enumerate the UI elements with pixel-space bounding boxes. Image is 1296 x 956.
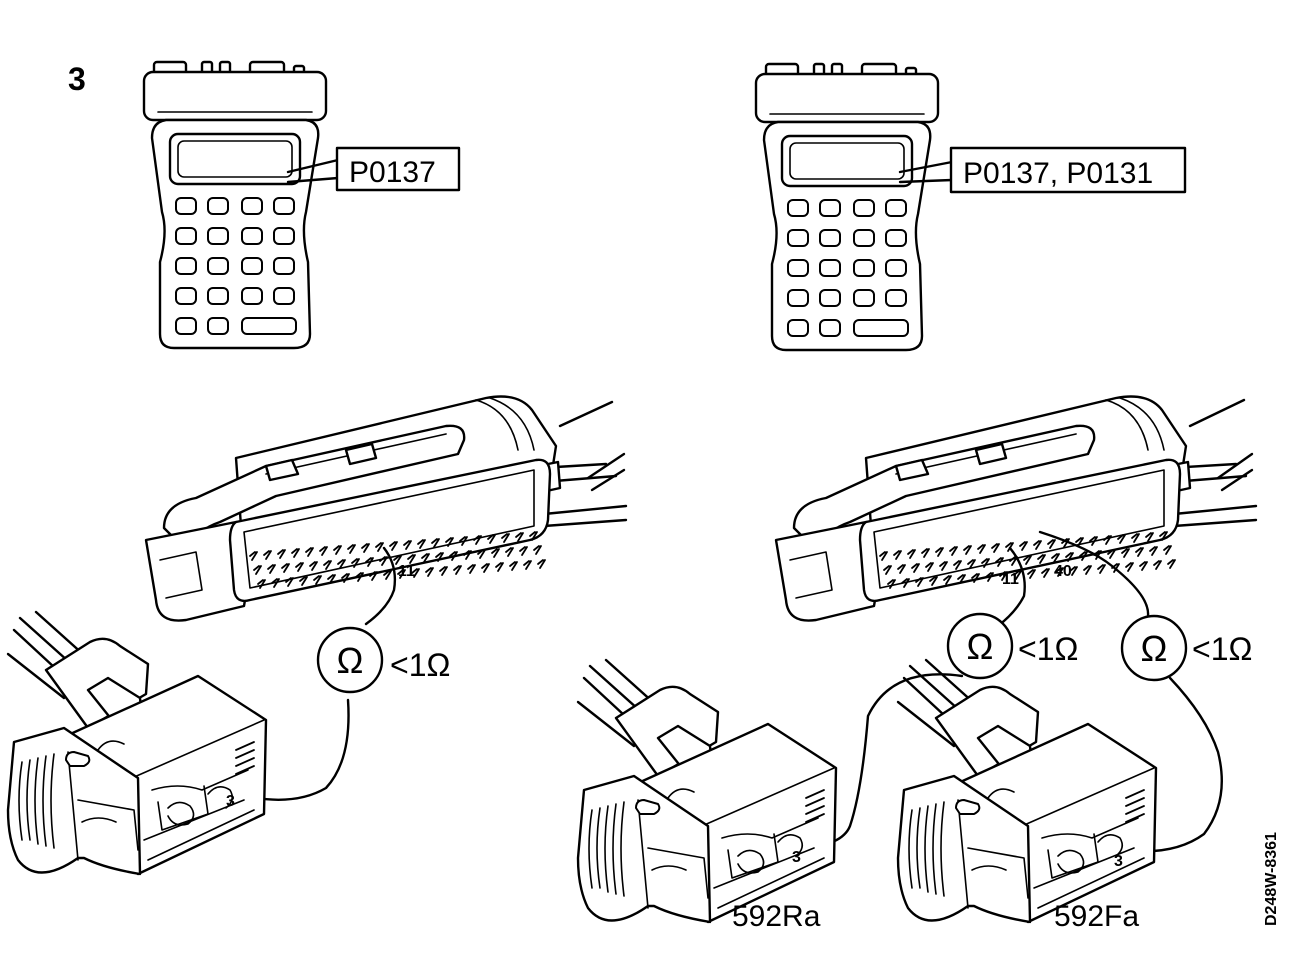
ohmmeter-left: Ω — [316, 626, 384, 694]
figure-number: 3 — [68, 61, 86, 97]
scan-tool-left — [142, 60, 328, 350]
sensor-pin-label-592ra: 3 — [792, 849, 801, 866]
ecm-pin-label-right-b: 40 — [1054, 563, 1072, 580]
resistance-reading-right-a: <1Ω — [1018, 631, 1078, 667]
dtc-code-left: P0137 — [349, 156, 436, 189]
scan-tool-right — [754, 62, 940, 352]
ohm-symbol-right-b: Ω — [1141, 628, 1168, 669]
ohm-symbol-left: Ω — [337, 640, 364, 681]
connector-label-592fa: 592Fa — [1054, 900, 1139, 933]
display-callout-left: P0137 — [286, 146, 461, 192]
test-lead-right-a-upper — [996, 546, 1026, 628]
sensor-connector-592fa — [896, 658, 1158, 924]
control-module-connector-right — [776, 397, 1256, 621]
sensor-pin-label-592fa: 3 — [1114, 853, 1123, 870]
display-callout-right: P0137, P0131 — [898, 146, 1187, 194]
ohmmeter-right-b: Ω — [1120, 614, 1188, 682]
resistance-reading-right-b: <1Ω — [1192, 631, 1252, 667]
test-lead-left-upper — [364, 546, 397, 626]
sensor-pin-label-left: 3 — [226, 793, 235, 810]
test-lead-left-lower — [234, 698, 350, 801]
connector-label-592ra: 592Ra — [732, 900, 821, 933]
ecm-pin-label-right-a: 11 — [1002, 571, 1019, 588]
sensor-connector-left — [6, 610, 268, 876]
test-lead-right-a-lower — [798, 673, 964, 850]
control-module-connector-left — [146, 397, 626, 621]
test-lead-right-b-lower — [1122, 676, 1223, 853]
ecm-pin-label-left: 11 — [398, 563, 415, 580]
reference-code: D248W-8361 — [1263, 832, 1280, 926]
test-lead-right-b-upper — [1038, 530, 1150, 618]
dtc-codes-right: P0137, P0131 — [963, 157, 1153, 190]
ohm-symbol-right-a: Ω — [967, 626, 994, 667]
sensor-connector-592ra — [576, 658, 838, 924]
resistance-reading-left: <1Ω — [390, 647, 450, 683]
ohmmeter-right-a: Ω — [946, 612, 1014, 680]
